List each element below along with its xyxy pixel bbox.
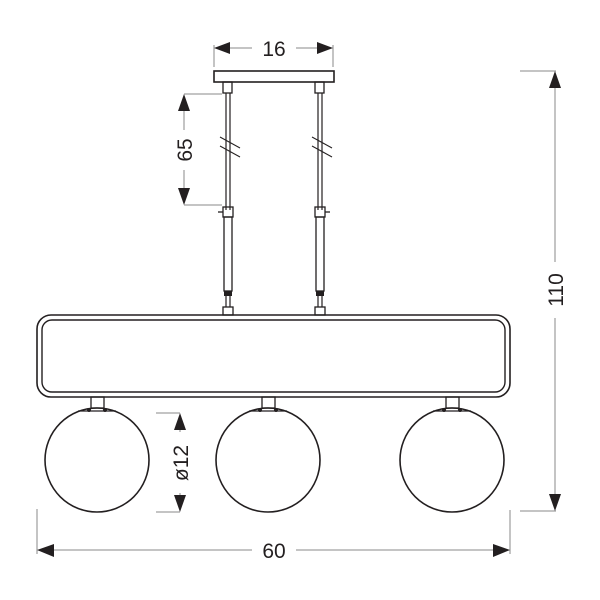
dimension-globe-diameter: ø12 bbox=[156, 412, 193, 513]
dimension-cable-length: 65 bbox=[174, 93, 222, 206]
globe-left bbox=[44, 396, 150, 513]
arrow-up-icon bbox=[174, 413, 186, 430]
suspension-cables bbox=[218, 93, 333, 316]
arrow-down-icon bbox=[178, 188, 190, 205]
globe-center bbox=[215, 396, 321, 513]
arrow-right-icon bbox=[493, 544, 510, 557]
arrow-left-icon bbox=[214, 42, 230, 54]
total-width-label: 60 bbox=[262, 540, 285, 563]
dimension-canopy-width: 16 bbox=[213, 38, 334, 67]
globe-right bbox=[399, 396, 505, 513]
total-height-label: 110 bbox=[545, 273, 568, 306]
ceiling-canopy bbox=[213, 70, 335, 94]
arrow-right-icon bbox=[317, 42, 333, 54]
arrow-down-icon bbox=[549, 494, 561, 511]
arrow-down-icon bbox=[174, 495, 186, 512]
arrow-up-icon bbox=[178, 94, 190, 111]
arrow-left-icon bbox=[37, 544, 54, 557]
cable-length-label: 65 bbox=[174, 138, 197, 161]
globe-diameter-label: ø12 bbox=[170, 445, 193, 481]
arrow-up-icon bbox=[549, 71, 561, 88]
lamp-frame bbox=[36, 314, 511, 398]
canopy-width-label: 16 bbox=[262, 38, 285, 61]
dimension-total-height: 110 bbox=[520, 70, 568, 512]
dimension-total-width: 60 bbox=[36, 509, 511, 563]
